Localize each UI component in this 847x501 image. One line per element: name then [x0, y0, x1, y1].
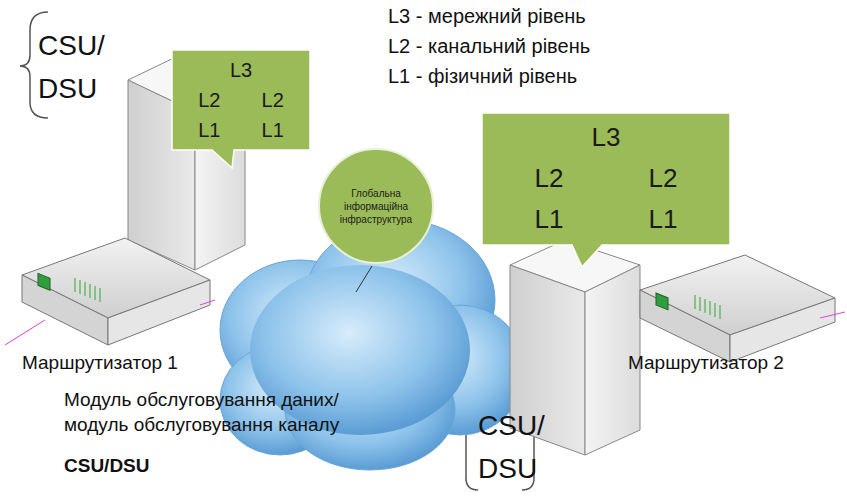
layer-code: L1	[534, 205, 563, 235]
layer-code: L2	[649, 164, 678, 194]
layer-code: L3	[592, 123, 621, 153]
legend-line: L3 - мережний рівень	[388, 4, 586, 28]
layer-code: L1	[649, 205, 678, 235]
legend-line: L1 - фізичний рівень	[388, 64, 577, 88]
router-2	[640, 255, 835, 362]
cable	[820, 312, 845, 318]
layer-callout: L3L2 L2L1 L1	[482, 113, 730, 245]
layer-code: L1	[198, 119, 220, 142]
router-1	[22, 238, 210, 345]
router-label: Маршрутизатор 1	[22, 352, 178, 375]
router-fins	[695, 295, 720, 319]
device-label: CSU/ DSU	[478, 404, 538, 491]
layer-code: L2	[534, 164, 563, 194]
router-fins	[75, 278, 100, 302]
bubble-outline	[172, 50, 310, 168]
legend-line: L2 - канальний рівень	[388, 34, 590, 58]
leader-line	[356, 266, 372, 292]
cable	[200, 300, 215, 305]
circle-outline	[319, 149, 433, 263]
layer-code: L2	[198, 89, 220, 112]
description-text: CSU/DSU	[64, 455, 150, 478]
layer-code: L1	[262, 119, 284, 142]
layer-callout: L3L2 L2L1 L1	[172, 50, 310, 150]
router-label: Маршрутизатор 2	[628, 352, 784, 375]
device-label: CSU/ DSU	[38, 24, 108, 111]
cable	[5, 320, 45, 345]
layer-code: L2	[262, 89, 284, 112]
layer-code: L3	[230, 59, 252, 82]
network-name: Глобальна інформаційна інфраструктура	[328, 187, 424, 226]
bubble-outline	[482, 113, 730, 267]
description-text: Модуль обслуговування даних/ модуль обсл…	[64, 388, 394, 437]
network-circle: Глобальна інформаційна інфраструктура	[318, 148, 434, 264]
